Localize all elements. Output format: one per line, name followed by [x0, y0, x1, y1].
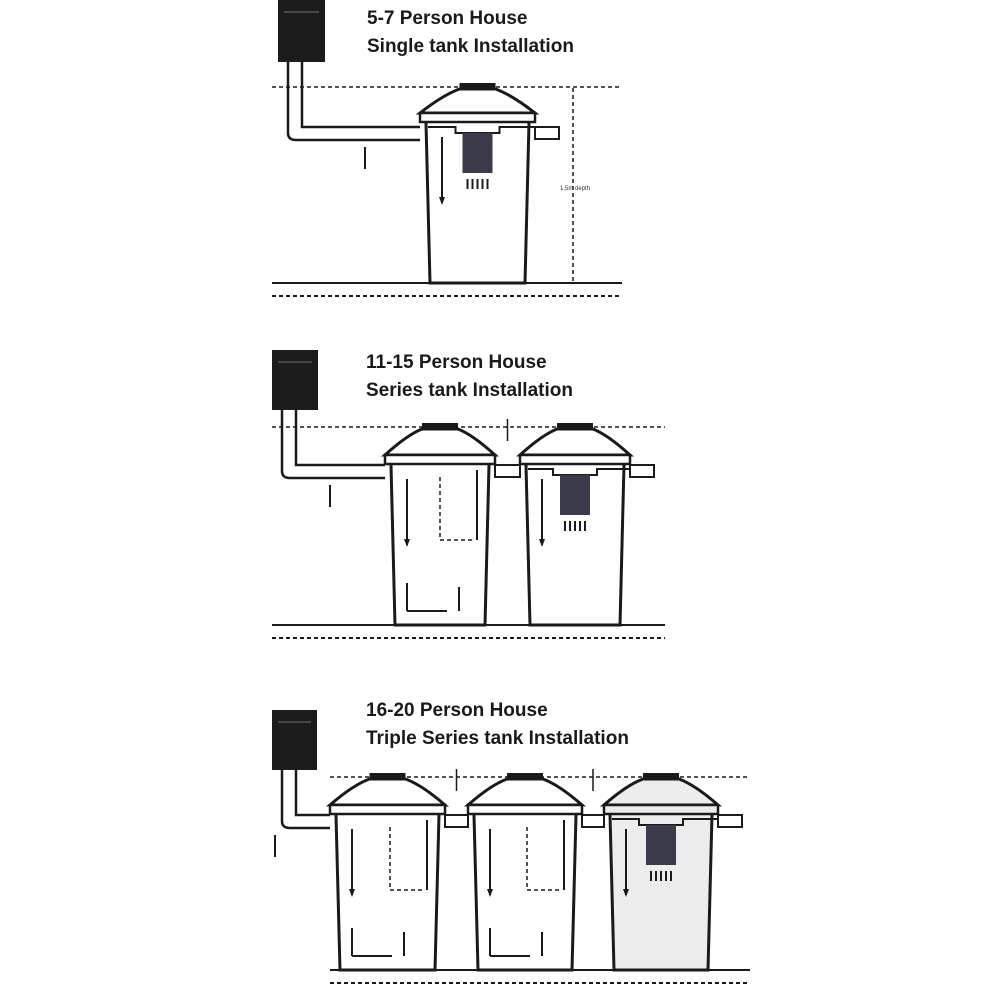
tank-access-lid — [507, 773, 543, 780]
panel-title-line2: Series tank Installation — [366, 380, 573, 401]
tank-access-lid — [557, 423, 593, 430]
connecting-pipe — [581, 814, 605, 828]
panel-triple-series-tank: 16-20 Person House Triple Series tank In… — [272, 700, 750, 984]
inlet-pipe — [280, 770, 330, 830]
flow-arrowhead — [487, 889, 493, 897]
panel-title-line2: Triple Series tank Installation — [366, 728, 629, 749]
flow-arrowhead — [539, 539, 545, 547]
tank-rim — [418, 111, 537, 124]
tank-dome — [600, 777, 722, 807]
outlet-pipe — [534, 126, 560, 140]
flow-arrowhead — [404, 539, 410, 547]
tank-access-lid — [422, 423, 458, 430]
tank-rim — [383, 453, 497, 466]
panel-series-tank: 11-15 Person House Series tank Installat… — [272, 350, 665, 639]
effluent-filter — [646, 825, 676, 865]
flow-arrowhead — [349, 889, 355, 897]
control-box — [272, 350, 318, 410]
tank-rim — [466, 803, 584, 816]
depth-label: 1.5m depth — [560, 186, 590, 192]
transfer-baffle — [439, 477, 475, 541]
outlet-pipe — [629, 464, 655, 478]
tank-access-lid — [643, 773, 679, 780]
connecting-pipe — [494, 464, 521, 478]
transfer-baffle — [389, 827, 425, 891]
tank-body — [389, 464, 491, 627]
tank-dome — [464, 777, 586, 807]
inlet-pipe — [300, 62, 420, 129]
tank-rim — [518, 453, 632, 466]
tank-dome — [325, 777, 450, 807]
transfer-baffle — [526, 827, 562, 891]
outlet-pipe — [717, 814, 743, 828]
tank-dome — [381, 427, 499, 457]
panel-single-tank: 5-7 Person House Single tank Installatio… — [272, 0, 622, 297]
effluent-filter — [462, 133, 493, 173]
tank-rim — [328, 803, 447, 816]
panel-title-line1: 5-7 Person House — [367, 8, 528, 29]
inlet-pipe — [280, 410, 385, 480]
inlet-pipe — [294, 410, 385, 467]
tank-rim — [602, 803, 720, 816]
control-box — [278, 0, 325, 62]
inlet-pipe — [294, 770, 330, 817]
tank-dome — [415, 87, 540, 115]
panel-title-line2: Single tank Installation — [367, 36, 574, 57]
tank-access-lid — [459, 83, 496, 90]
control-box — [272, 710, 317, 770]
tank-access-lid — [369, 773, 406, 780]
flow-arrowhead — [439, 197, 445, 205]
connecting-pipe — [444, 814, 469, 828]
panel-title-line1: 11-15 Person House — [366, 352, 547, 373]
flow-arrowhead — [623, 889, 629, 897]
panel-title-line1: 16-20 Person House — [366, 700, 548, 721]
inlet-pipe — [286, 62, 420, 142]
effluent-filter — [560, 475, 590, 515]
tank-dome — [516, 427, 634, 457]
